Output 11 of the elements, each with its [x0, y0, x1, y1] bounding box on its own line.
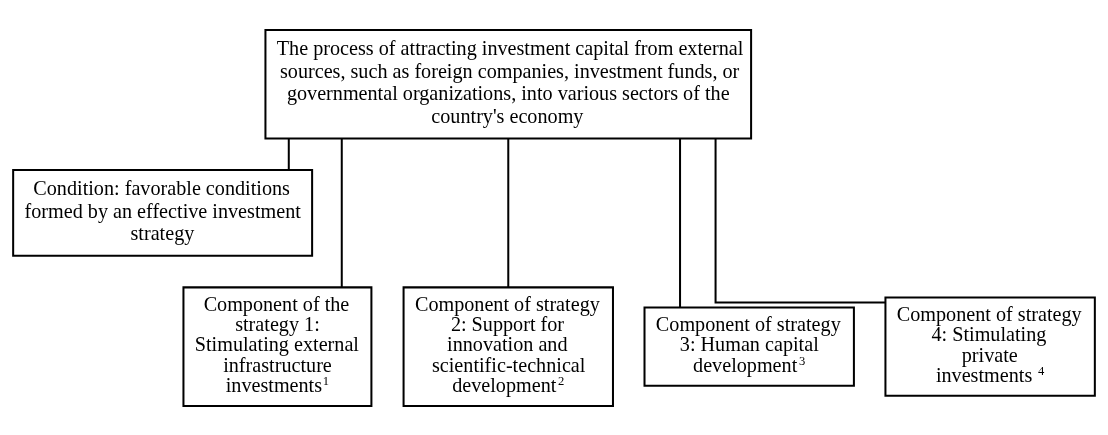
node-box: The process of attracting investment capital from external sources, such as foreign companies, investment funds, or governmental organizations, into various sectors of the country's economy [264, 28, 753, 140]
connector [287, 138, 290, 170]
connector [507, 138, 510, 287]
node-box: Component of the strategy 1: Stimulating external infrastructure investments$^{1}$ [182, 285, 373, 407]
node-box: Component of strategy 3: Human capital development$^{3}$ [643, 306, 855, 387]
node-box: Component of strategy 2: Support for innovation and scientific-technical development$^{2}$ [402, 285, 614, 407]
node-box: Condition: favorable conditions formed by an effective investment strategy [12, 168, 314, 257]
connector [340, 138, 343, 287]
connector [679, 138, 682, 307]
node-box: Component of strategy 4: Stimulating private investments $^{4}$ [884, 295, 1096, 397]
connector [714, 138, 886, 304]
